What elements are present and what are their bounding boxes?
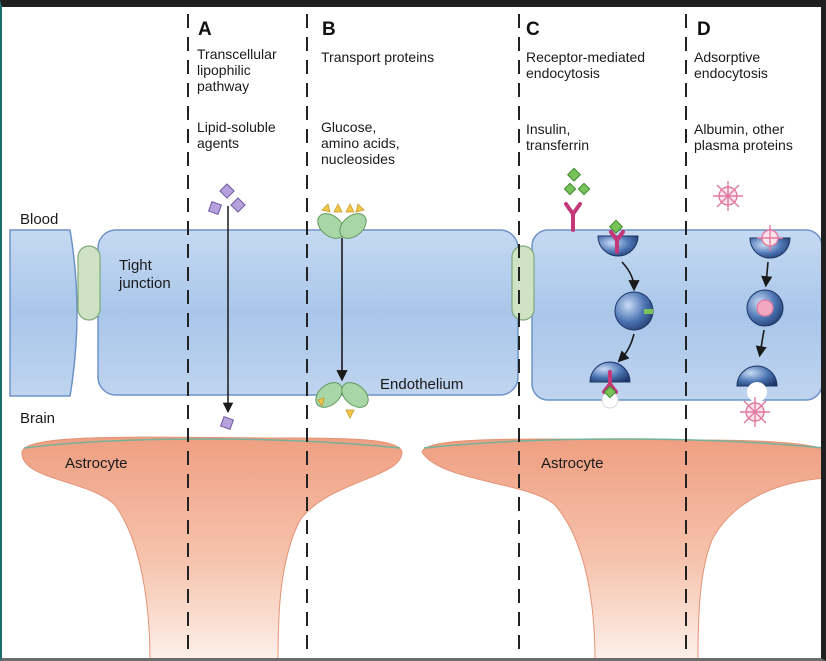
glucose-markers-blood xyxy=(322,204,364,212)
panel-b-examples: Glucose, amino acids, nucleosides xyxy=(321,119,400,167)
receptor-blood-side xyxy=(566,204,580,230)
blood-label: Blood xyxy=(20,211,58,228)
panel-d-examples: Albumin, other plasma proteins xyxy=(694,121,793,153)
astrocyte-right xyxy=(422,439,826,661)
astrocyte-right-label: Astrocyte xyxy=(541,456,604,472)
adsorptive-vesicle-transit xyxy=(747,290,783,326)
panel-d-mechanism: Adsorptive endocytosis xyxy=(694,49,768,81)
endothelial-cell-left-edge xyxy=(10,230,77,396)
panel-b-letter: B xyxy=(322,20,336,40)
panel-c-examples: Insulin, transferrin xyxy=(526,121,589,153)
brain-label: Brain xyxy=(20,410,55,427)
endothelium-label: Endothelium xyxy=(380,377,463,393)
panel-a-mechanism: Transcellular lipophilic pathway xyxy=(197,46,277,94)
tight-junction-label: Tight junction xyxy=(119,257,171,293)
tight-junction-right xyxy=(512,246,534,320)
lipophilic-molecule-brain xyxy=(221,417,234,430)
plasma-protein-blood xyxy=(713,181,743,211)
insulin-ligands-blood xyxy=(564,168,589,194)
panel-a-letter: A xyxy=(198,20,212,40)
tight-junction-left xyxy=(78,246,100,320)
panel-d-letter: D xyxy=(697,20,711,40)
transcytotic-vesicle xyxy=(615,292,653,330)
panel-b-mechanism: Transport proteins xyxy=(321,49,434,65)
panel-c-letter: C xyxy=(526,20,540,40)
plasma-protein-brain xyxy=(740,397,770,427)
panel-a-examples: Lipid-soluble agents xyxy=(197,119,276,151)
lipophilic-molecules-blood xyxy=(209,184,245,214)
astrocyte-left-label: Astrocyte xyxy=(65,456,128,472)
panel-c-mechanism: Receptor-mediated endocytosis xyxy=(526,49,645,81)
endocytic-vesicle-forming xyxy=(598,220,638,256)
